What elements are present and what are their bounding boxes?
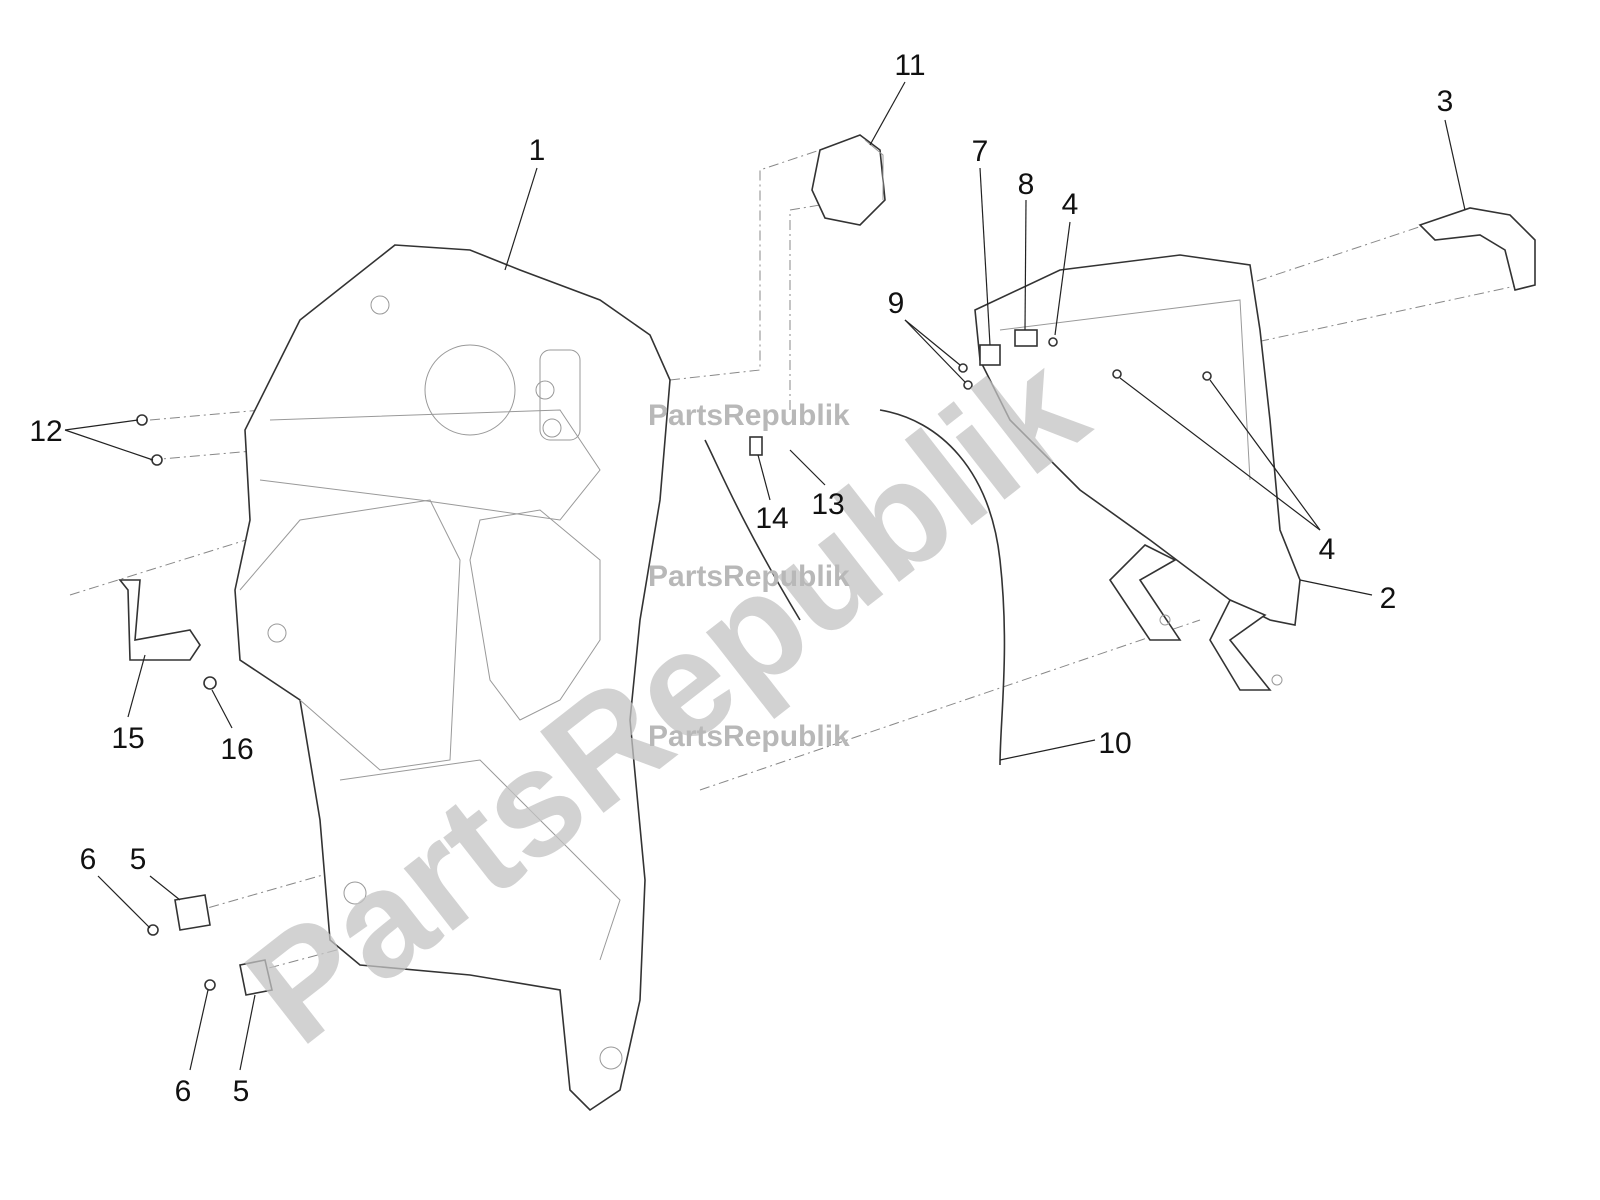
part-6-screw — [147, 924, 159, 936]
leader-lines — [64, 81, 1466, 1071]
callout-6: 6 — [80, 843, 97, 876]
callout-1: 1 — [529, 134, 546, 167]
part-1-leg-shield — [234, 244, 671, 1112]
callout-14: 14 — [755, 502, 788, 535]
part-14-clip — [749, 436, 763, 456]
part-4-screw — [1112, 369, 1122, 379]
callout-5: 5 — [130, 843, 147, 876]
callout-16: 16 — [220, 733, 253, 766]
callout-10: 10 — [1098, 727, 1131, 760]
part-4-screw — [1048, 337, 1058, 347]
callout-2: 2 — [1380, 582, 1397, 615]
callout-15: 15 — [111, 722, 144, 755]
watermark-small: PartsRepublik — [648, 399, 850, 432]
part-4-screw — [1202, 371, 1212, 381]
part-6-screw — [204, 979, 216, 991]
callout-4: 4 — [1319, 533, 1336, 566]
callout-5: 5 — [233, 1075, 250, 1108]
part-16-spring — [203, 676, 217, 690]
part-11-grommet — [811, 134, 886, 226]
part-9-screw — [963, 380, 973, 390]
callout-9: 9 — [888, 287, 905, 320]
watermark-small: PartsRepublik — [648, 560, 850, 593]
callout-11: 11 — [894, 49, 925, 82]
callout-7: 7 — [972, 135, 989, 168]
callouts: 1 2 3 4 4 5 5 6 6 7 8 9 10 11 12 13 14 1… — [29, 49, 1453, 1108]
part-12-screw — [136, 414, 148, 426]
callout-6: 6 — [175, 1075, 192, 1108]
part-9-screw — [958, 363, 968, 373]
callout-8: 8 — [1018, 168, 1035, 201]
callout-3: 3 — [1437, 85, 1454, 118]
callout-12: 12 — [29, 415, 62, 448]
watermark-small: PartsRepublik — [648, 720, 850, 753]
part-15-lever — [118, 579, 201, 661]
callout-13: 13 — [811, 488, 844, 521]
part-2-inner-panel — [974, 254, 1301, 691]
part-5-clip — [239, 959, 273, 996]
part-3-trim — [1418, 207, 1536, 291]
part-13-cable — [704, 439, 801, 621]
part-10-cable — [879, 409, 1006, 766]
part-12-screw — [151, 454, 163, 466]
part-5-clip — [174, 894, 211, 931]
callout-4: 4 — [1062, 188, 1079, 221]
part-8-plate — [1014, 329, 1038, 347]
